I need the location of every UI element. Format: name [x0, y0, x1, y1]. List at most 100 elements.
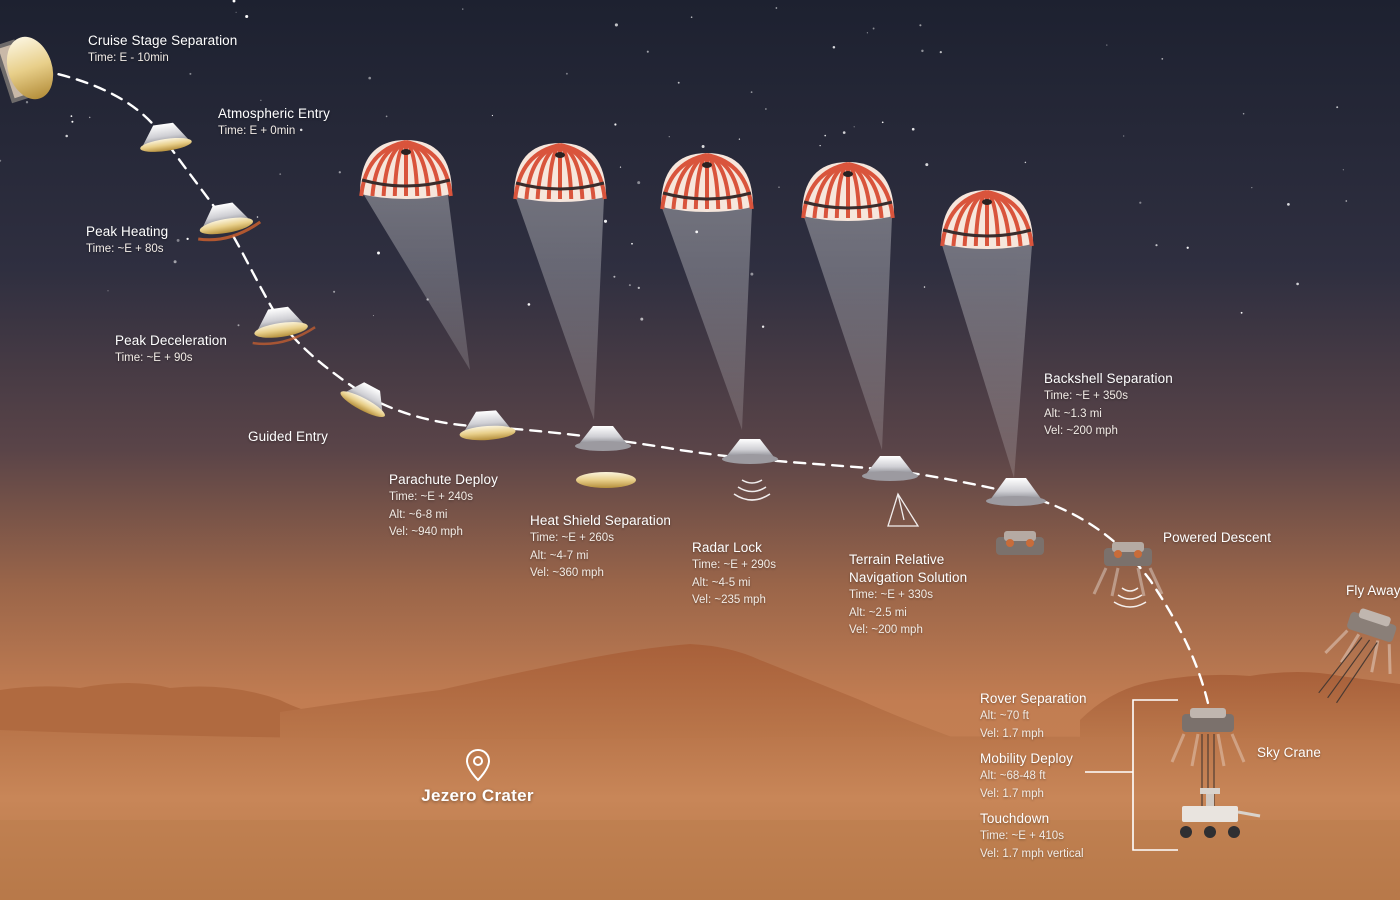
star — [235, 11, 237, 13]
star — [25, 101, 29, 104]
star — [765, 108, 767, 110]
star — [750, 91, 753, 93]
label-atmospheric-entry: Atmospheric Entry Time: E + 0min — [218, 105, 330, 141]
star — [619, 166, 622, 168]
star — [385, 115, 388, 118]
star — [70, 115, 73, 117]
star — [368, 76, 372, 80]
ground — [0, 730, 1400, 900]
stage-altitude: Alt: ~6-8 mi — [389, 508, 448, 521]
descent-stage-powered — [1092, 542, 1164, 597]
star — [775, 7, 778, 9]
star — [646, 50, 649, 53]
stage-title: Touchdown — [980, 811, 1050, 826]
star — [1336, 106, 1339, 109]
descent-stage-free-fall — [996, 531, 1044, 555]
star — [1242, 112, 1245, 115]
cruise-stage-spacecraft — [0, 36, 54, 104]
star — [640, 317, 644, 321]
stage-velocity: Vel: 1.7 mph vertical — [980, 847, 1084, 860]
stage-title: Parachute Deploy — [389, 472, 498, 487]
stage-time: Time: ~E + 350s — [1044, 390, 1128, 402]
star — [88, 116, 91, 119]
stage-title: Sky Crane — [1257, 745, 1321, 760]
stage-altitude: Alt: ~4-5 mi — [692, 576, 751, 589]
parachute — [801, 162, 895, 221]
star — [1106, 44, 1108, 46]
star — [923, 286, 926, 288]
star — [637, 181, 641, 185]
star — [186, 237, 189, 241]
star — [761, 325, 765, 328]
label-powered-descent: Powered Descent — [1163, 529, 1271, 547]
star — [107, 290, 109, 292]
star — [256, 216, 259, 218]
star — [1342, 169, 1344, 171]
stage-time: Time: ~E + 410s — [980, 830, 1064, 842]
heat-shield — [576, 472, 636, 488]
star — [173, 260, 177, 264]
star — [750, 272, 754, 276]
parachutes — [359, 140, 1034, 249]
star — [668, 136, 670, 138]
location-name: Jezero Crater — [421, 786, 534, 805]
star — [71, 120, 74, 123]
stage-velocity: Vel: 1.7 mph — [980, 787, 1044, 800]
stage-time: Time: ~E + 330s — [849, 589, 933, 601]
star — [1287, 203, 1290, 206]
label-sky-crane: Sky Crane — [1257, 744, 1321, 762]
star — [377, 251, 380, 255]
capsule-peak-heating — [198, 202, 262, 242]
capsule-heat-shield-sep — [575, 426, 631, 451]
star — [637, 286, 640, 290]
star — [939, 50, 942, 54]
label-radar-lock: Radar Lock Time: ~E + 290s Alt: ~4-5 mi … — [692, 539, 776, 610]
star — [819, 145, 821, 147]
label-fly-away: Fly Away — [1346, 582, 1400, 600]
stage-title: Powered Descent — [1163, 530, 1272, 545]
star — [1155, 244, 1158, 247]
stage-time: Time: ~E + 240s — [389, 491, 473, 503]
stage-time: Time: ~E + 290s — [692, 559, 776, 571]
label-guided-entry: Guided Entry — [248, 428, 328, 446]
star — [237, 324, 240, 327]
radar-waves-icon — [733, 479, 771, 501]
star — [338, 171, 341, 174]
star — [1123, 135, 1125, 137]
stage-title: Peak Deceleration — [115, 333, 228, 348]
star — [603, 219, 608, 223]
label-peak-heating: Peak Heating Time: ~E + 80s — [86, 223, 168, 259]
stage-altitude: Alt: ~1.3 mi — [1044, 407, 1102, 420]
star — [189, 72, 192, 75]
star — [1240, 311, 1243, 314]
stage-title: Guided Entry — [248, 429, 328, 444]
star — [1345, 200, 1348, 202]
star — [333, 290, 336, 293]
star — [690, 16, 693, 19]
sky-crane — [1170, 708, 1246, 806]
star — [0, 159, 2, 162]
parachute — [513, 143, 607, 202]
star — [65, 134, 68, 138]
stage-title: Radar Lock — [692, 540, 763, 555]
label-mobility-deploy: Mobility Deploy Alt: ~68-48 ft Vel: 1.7 … — [980, 750, 1073, 803]
star — [491, 114, 493, 117]
star — [299, 128, 303, 132]
label-backshell-separation: Backshell Separation Time: ~E + 350s Alt… — [1044, 370, 1173, 441]
label-peak-deceleration: Peak Deceleration Time: ~E + 90s — [115, 332, 227, 368]
star — [842, 131, 846, 134]
stage-title: Peak Heating — [86, 224, 169, 239]
stage-title: Terrain Relative — [849, 552, 945, 567]
label-cruise-stage-separation: Cruise Stage Separation Time: E - 10min — [88, 32, 237, 68]
star — [614, 23, 618, 27]
star — [260, 99, 262, 101]
stage-time: Time: E + 0min — [218, 125, 296, 137]
stage-time: Time: ~E + 80s — [86, 243, 164, 255]
label-terrain-relative-navigation: Terrain Relative Navigation Solution Tim… — [849, 551, 967, 640]
star — [778, 186, 780, 188]
star — [232, 0, 236, 3]
star — [832, 46, 836, 49]
parachute — [940, 190, 1034, 249]
stage-time: Time: ~E + 90s — [115, 352, 193, 364]
